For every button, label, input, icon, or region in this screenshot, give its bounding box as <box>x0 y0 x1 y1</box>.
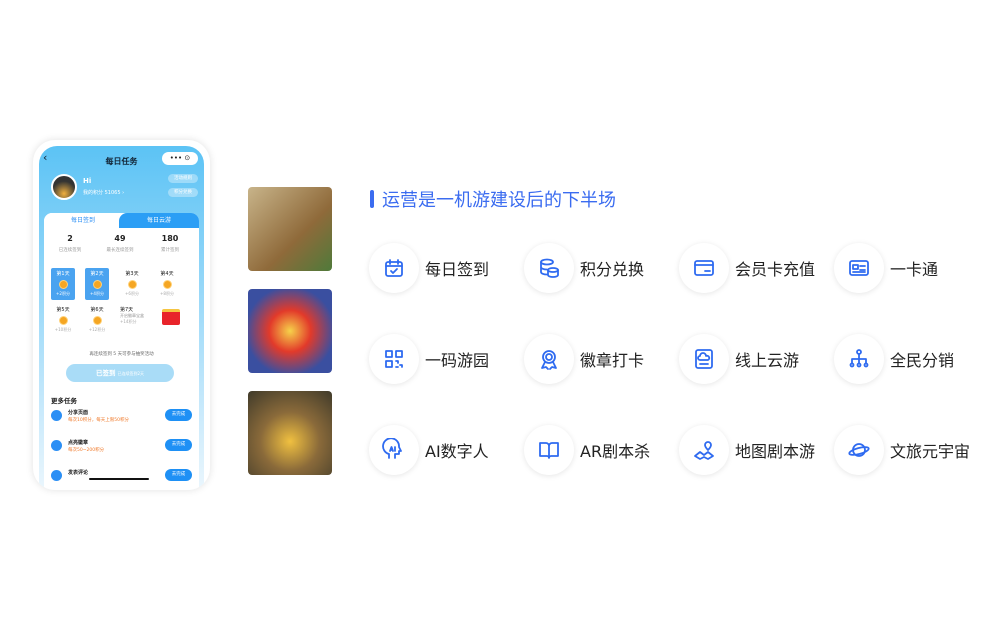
phone-mockup: ‹ 每日任务 ••• ⊙ Hi 我的积分 51065 › 活动规则 积分兑换 每… <box>33 140 210 490</box>
day-4: 第4天+8积分 <box>160 271 174 296</box>
task-go-button[interactable]: 去完成 <box>165 409 192 421</box>
badge-icon <box>524 334 574 384</box>
thumbnail-map-game <box>248 187 332 271</box>
task-comment: 发表评论去完成 <box>51 468 192 490</box>
feature-item[interactable]: 每日签到 <box>369 243 489 293</box>
planet-icon <box>834 425 884 475</box>
feature-item[interactable]: 全民分销 <box>834 334 954 384</box>
task-go-button[interactable]: 去完成 <box>165 439 192 451</box>
signed-button[interactable]: 已签到 已连续签到2天 <box>66 364 174 382</box>
feature-item[interactable]: 徽章打卡 <box>524 334 644 384</box>
task-go-button[interactable]: 去完成 <box>165 469 192 481</box>
feature-item[interactable]: 地图剧本游 <box>679 425 815 475</box>
task-badge: 点亮徽章每次50~200积分去完成 <box>51 438 192 464</box>
page-title: 每日任务 <box>105 157 138 166</box>
feature-label: 每日签到 <box>425 260 490 279</box>
share-icon <box>51 410 62 421</box>
feature-label: 徽章打卡 <box>580 351 645 370</box>
ai-head-icon <box>369 425 419 475</box>
tab-cloud-tour[interactable]: 每日云游 <box>119 213 199 228</box>
feature-label: AR剧本杀 <box>580 442 651 461</box>
feature-item[interactable]: 文旅元宇宙 <box>834 425 970 475</box>
feature-label: 文旅元宇宙 <box>890 442 971 461</box>
feature-item[interactable]: 积分兑换 <box>524 243 644 293</box>
coins-icon <box>524 243 574 293</box>
map-pin-icon <box>679 425 729 475</box>
feature-item[interactable]: AR剧本杀 <box>524 425 650 475</box>
rules-button[interactable]: 活动规则 <box>168 174 198 183</box>
id-card-icon <box>834 243 884 293</box>
feature-item[interactable]: 会员卡充值 <box>679 243 815 293</box>
gift-box-icon <box>162 309 180 325</box>
phone-screen: ‹ 每日任务 ••• ⊙ Hi 我的积分 51065 › 活动规则 积分兑换 每… <box>39 146 204 490</box>
feature-label: 线上云游 <box>735 351 800 370</box>
feature-label: 地图剧本游 <box>735 442 816 461</box>
qr-code-icon <box>369 334 419 384</box>
badge-icon <box>51 440 62 451</box>
greeting: Hi <box>83 177 92 185</box>
avatar <box>51 174 77 200</box>
back-button[interactable]: ‹ <box>43 151 48 164</box>
feature-item[interactable]: 线上云游 <box>679 334 799 384</box>
thumbnail-gift-reward <box>248 289 332 373</box>
more-tasks-title: 更多任务 <box>51 397 77 405</box>
section-heading: 运营是一机游建设后的下半场 <box>370 186 616 212</box>
day-1: 第1天+2积分 <box>51 268 75 300</box>
comment-icon <box>51 470 62 481</box>
feature-item[interactable]: 一码游园 <box>369 334 489 384</box>
lottery-hint: 再连续签到 5 天可参与抽奖活动 <box>89 352 154 357</box>
feature-label: 一码游园 <box>425 351 490 370</box>
day-5: 第5天+10积分 <box>54 307 72 332</box>
task-share: 分享页面每次10积分，每天上限50积分去完成 <box>51 408 192 434</box>
feature-label: 积分兑换 <box>580 260 645 279</box>
cloud-screen-icon <box>679 334 729 384</box>
calendar-check-icon <box>369 243 419 293</box>
day-7: 第7天开启徽章宝盒+14积分 <box>120 307 144 324</box>
home-indicator <box>89 478 149 480</box>
feature-label: AI数字人 <box>425 442 489 461</box>
day-6: 第6天+12积分 <box>88 307 106 332</box>
feature-label: 一卡通 <box>890 260 939 279</box>
vip-card-icon <box>679 243 729 293</box>
exchange-button[interactable]: 积分兑换 <box>168 188 198 197</box>
feature-label: 全民分销 <box>890 351 955 370</box>
day-3: 第3天+6积分 <box>125 271 139 296</box>
tab-daily-checkin[interactable]: 每日签到 <box>44 213 122 228</box>
mini-program-capsule[interactable]: ••• ⊙ <box>162 152 198 165</box>
my-points-link[interactable]: 我的积分 51065 › <box>83 190 125 196</box>
thumbnail-treasure-chest <box>248 391 332 475</box>
feature-item[interactable]: AI数字人 <box>369 425 489 475</box>
day-2: 第2天+4积分 <box>85 268 109 300</box>
feature-item[interactable]: 一卡通 <box>834 243 938 293</box>
network-icon <box>834 334 884 384</box>
book-icon <box>524 425 574 475</box>
feature-label: 会员卡充值 <box>735 260 816 279</box>
